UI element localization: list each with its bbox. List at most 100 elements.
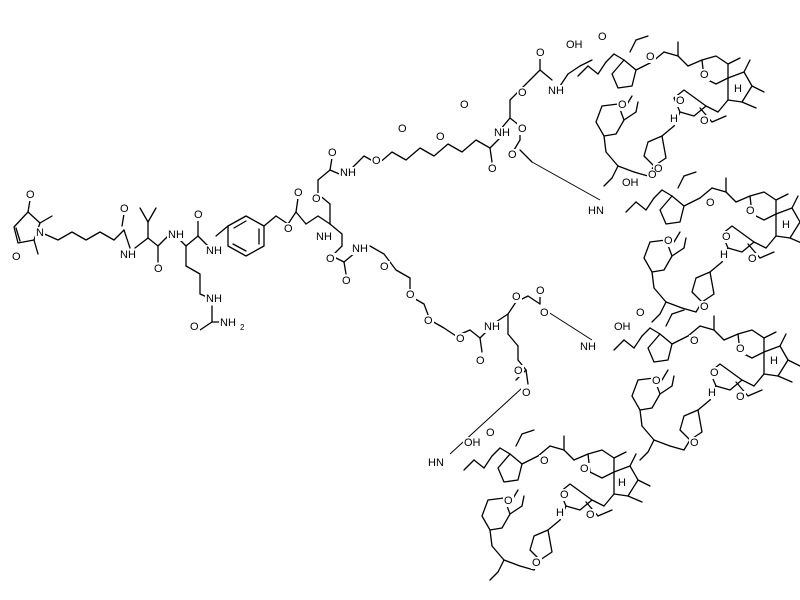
atom-oxygen: O xyxy=(536,285,545,297)
atom-label-halo xyxy=(405,289,416,301)
atom-oxygen: O xyxy=(540,307,549,319)
atom-oxygen: O xyxy=(512,291,521,303)
atom-oxygen: O xyxy=(518,123,527,135)
atom-amine: NH xyxy=(168,229,184,241)
atom-label-halo xyxy=(35,227,45,239)
atom-amine: NH xyxy=(316,231,332,243)
atom-oxygen: O xyxy=(706,197,715,209)
branch-core xyxy=(317,157,357,275)
atom-oxygen: O xyxy=(736,391,745,403)
lower-peg-arm xyxy=(369,245,593,455)
atom-oxygen: O xyxy=(120,203,129,215)
atom-oxygen: O xyxy=(646,51,655,63)
atom-label-halo xyxy=(205,293,223,305)
atom-label-halo xyxy=(565,39,584,51)
atom-label-halo xyxy=(745,205,756,217)
atom-oxygen: O xyxy=(532,557,541,569)
atom-oxygen: O xyxy=(194,209,203,221)
atom-oxygen: O xyxy=(518,87,527,99)
atom-label-halo xyxy=(535,285,546,297)
atom-label-halo xyxy=(699,115,710,127)
atom-oxygen: O xyxy=(536,47,545,59)
atom-oxygen: O xyxy=(580,463,589,475)
maleimide-group xyxy=(13,199,53,255)
atom-oxygen: O xyxy=(654,163,663,175)
atom-hydroxyl: OH xyxy=(464,437,481,449)
payload-1 xyxy=(577,35,765,187)
atom-label-halo xyxy=(719,249,729,261)
atom-label-halo xyxy=(597,31,608,43)
atom-label-halo xyxy=(193,209,204,221)
linker-chain-1 xyxy=(39,207,227,331)
atom-label-halo xyxy=(339,167,357,179)
atom-hydrogen: H xyxy=(670,113,678,125)
atom-oxygen: O xyxy=(26,189,35,201)
atom-label-halo xyxy=(167,229,185,241)
atom-label-halo xyxy=(617,477,627,489)
atom-oxygen: O xyxy=(456,333,465,345)
atom-label-halo xyxy=(311,193,322,205)
atom-oxygen: O xyxy=(676,95,685,107)
atom-oxygen: O xyxy=(436,131,445,143)
atom-hydrogen: H xyxy=(720,249,728,261)
atom-label-halo xyxy=(153,263,164,275)
atom-label-layer: O N O O NH O NH O NH NH O NH 2 O O NH O … xyxy=(12,31,790,569)
atom-oxygen: O xyxy=(586,509,595,521)
atom-label-halo xyxy=(475,355,486,367)
atom-label-halo xyxy=(11,251,22,263)
atom-oxygen: O xyxy=(476,355,485,367)
atom-label-halo xyxy=(709,367,720,379)
atom-oxygen: O xyxy=(710,367,719,379)
atom-label-halo xyxy=(379,261,390,273)
atom-label-halo xyxy=(189,321,200,333)
atom-amine-primary: NH xyxy=(220,317,236,329)
atom-oxygen: O xyxy=(380,261,389,273)
atom-label-halo xyxy=(707,387,717,399)
payload-4 xyxy=(463,429,651,581)
atom-label-halo xyxy=(721,231,732,243)
atom-subscript: 2 xyxy=(240,323,245,332)
atom-oxygen: O xyxy=(722,231,731,243)
atom-oxygen: O xyxy=(406,289,415,301)
atom-label-halo xyxy=(513,365,524,377)
atom-label-halo xyxy=(463,437,482,449)
atom-oxygen: O xyxy=(522,387,531,399)
atom-label-halo xyxy=(327,147,338,159)
atom-label-halo xyxy=(423,315,434,327)
upper-peg-arm xyxy=(351,57,601,201)
atom-label-halo xyxy=(371,155,382,167)
atom-label-halo xyxy=(455,333,466,345)
atom-oxygen: O xyxy=(514,365,523,377)
atom-label-halo xyxy=(621,177,640,189)
atom-label-halo xyxy=(613,321,632,333)
atom-label-halo xyxy=(675,95,686,107)
atom-label-halo xyxy=(427,457,445,469)
atom-oxygen: O xyxy=(312,193,321,205)
atom-amine: NH xyxy=(548,85,564,97)
atom-label-halo xyxy=(487,163,498,175)
benzene-ring xyxy=(215,197,331,257)
atom-oxygen: O xyxy=(424,315,433,327)
atom-oxygen: O xyxy=(508,149,517,161)
atom-oxygen: O xyxy=(652,375,661,387)
atom-label-halo xyxy=(397,123,408,135)
atom-amine: NH xyxy=(120,249,136,261)
atom-label-halo xyxy=(503,495,514,507)
atom-label-halo xyxy=(521,387,532,399)
atom-label-halo xyxy=(531,557,542,569)
atom-label-halo xyxy=(587,205,605,217)
atom-oxygen: O xyxy=(648,169,657,181)
atom-label-halo xyxy=(535,47,546,59)
atom-oxygen: O xyxy=(460,99,469,111)
atom-label-halo xyxy=(669,113,679,125)
atom-hydrogen: H xyxy=(770,355,778,367)
atom-oxygen: O xyxy=(746,205,755,217)
atom-label-halo xyxy=(547,85,565,97)
atom-label-halo xyxy=(283,223,294,235)
atom-label-halo xyxy=(119,249,137,261)
atom-label-halo xyxy=(517,87,528,99)
atom-amine: NH xyxy=(206,293,222,305)
atom-label-halo xyxy=(539,307,550,319)
atom-label-halo xyxy=(769,355,779,367)
atom-label-halo xyxy=(735,343,746,355)
